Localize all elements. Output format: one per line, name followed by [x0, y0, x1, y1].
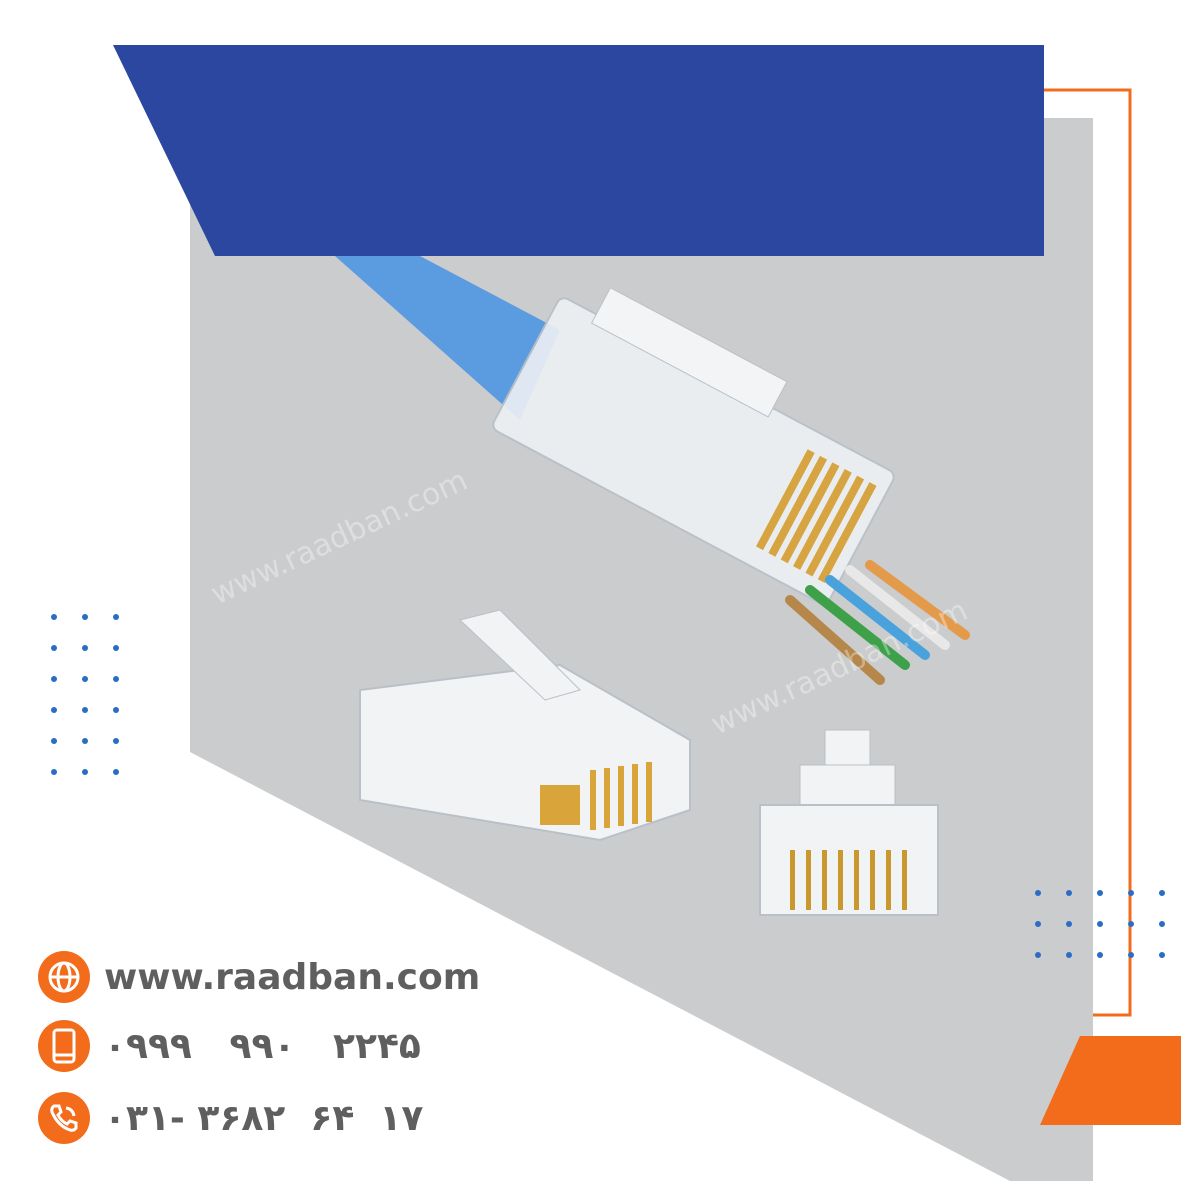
- dot: [51, 614, 57, 620]
- dot: [1035, 890, 1041, 896]
- dot: [1097, 952, 1103, 958]
- dot: [1097, 890, 1103, 896]
- orange-corner-shape: [1040, 1036, 1181, 1125]
- dot: [1035, 921, 1041, 927]
- dot-grid-right: [1035, 890, 1165, 958]
- orange-frame: [1044, 88, 1132, 1017]
- dot: [51, 676, 57, 682]
- mobile-phone-icon: [38, 1020, 90, 1072]
- dot: [51, 707, 57, 713]
- mobile-contact: ۰۹۹۹ ۹۹۰ ۲۲۴۵: [38, 1020, 421, 1072]
- dot: [113, 769, 119, 775]
- rj45-connector-side: [359, 609, 691, 842]
- dot: [113, 707, 119, 713]
- dot: [113, 676, 119, 682]
- dot: [82, 738, 88, 744]
- dot: [1066, 921, 1072, 927]
- phone-number[interactable]: ۰۳۱- ۳۶۸۲ ۶۴ ۱۷: [104, 1097, 424, 1139]
- phone-call-icon: [38, 1092, 90, 1144]
- dot: [1159, 890, 1165, 896]
- rj45-connector-front: [759, 729, 939, 916]
- dot: [1066, 952, 1072, 958]
- website-contact: www.raadban.com: [38, 951, 480, 1003]
- globe-icon: [38, 951, 90, 1003]
- dot: [1159, 952, 1165, 958]
- dot: [82, 614, 88, 620]
- dot: [51, 645, 57, 651]
- dot: [82, 645, 88, 651]
- mobile-number[interactable]: ۰۹۹۹ ۹۹۰ ۲۲۴۵: [104, 1025, 421, 1067]
- dot: [113, 645, 119, 651]
- website-text[interactable]: www.raadban.com: [104, 956, 481, 998]
- dot-grid-left: [51, 614, 119, 775]
- dot: [1066, 890, 1072, 896]
- dot: [1128, 890, 1134, 896]
- dot: [1159, 921, 1165, 927]
- dot: [82, 769, 88, 775]
- dot: [1128, 921, 1134, 927]
- dot: [51, 738, 57, 744]
- phone-contact: ۰۳۱- ۳۶۸۲ ۶۴ ۱۷: [38, 1092, 423, 1144]
- rj45-connector-with-cable: [335, 256, 970, 685]
- dot: [113, 614, 119, 620]
- dot: [82, 707, 88, 713]
- dot: [82, 676, 88, 682]
- dot: [1097, 921, 1103, 927]
- dot: [51, 769, 57, 775]
- blue-banner: [113, 45, 1044, 256]
- dot: [113, 738, 119, 744]
- dot: [1128, 952, 1134, 958]
- dot: [1035, 952, 1041, 958]
